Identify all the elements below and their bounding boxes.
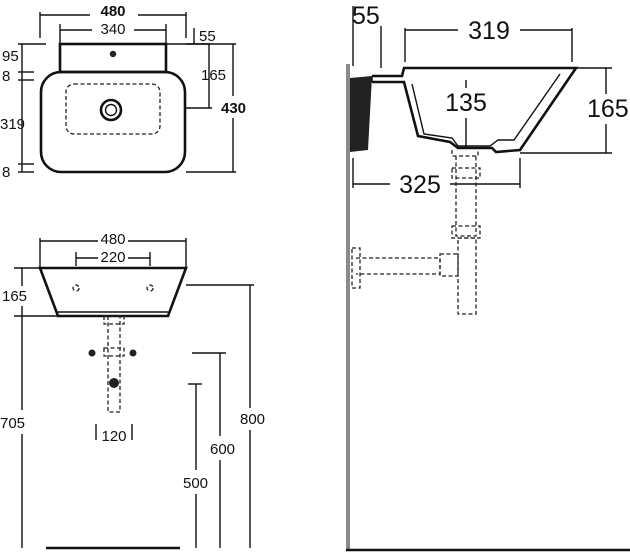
trap-outlet xyxy=(109,378,119,388)
dim-overall-height: 165 xyxy=(587,95,629,123)
bottle-trap xyxy=(457,237,477,315)
front-basin xyxy=(38,266,188,318)
dim-overall-width: 480 xyxy=(100,3,125,20)
dim-overall-depth: 430 xyxy=(221,100,246,117)
basin-mount xyxy=(350,76,372,152)
wall xyxy=(346,64,350,550)
waste-outlet-pipe xyxy=(356,257,441,275)
dim-basin-height: 165 xyxy=(2,288,27,305)
dim-height: 165 xyxy=(201,67,226,84)
dim-tap-spacing: 220 xyxy=(100,249,125,266)
drain-inner xyxy=(104,103,118,117)
front-view: 480 220 120 165 705 xyxy=(0,231,265,550)
side-view: 55 319 135 165 325 xyxy=(346,2,630,552)
dim-inner-width: 340 xyxy=(100,21,125,38)
dim-rim-bottom: 8 xyxy=(2,164,10,181)
supply-left xyxy=(88,349,96,357)
dim-floor-to-trap: 500 xyxy=(183,475,208,492)
drain-outer xyxy=(99,98,123,122)
tap-hole xyxy=(109,50,117,58)
waste-pipe xyxy=(107,316,121,413)
dim-floor-to-top: 705 xyxy=(0,415,25,432)
basin-outline xyxy=(39,70,187,174)
dim-right-offset: 55 xyxy=(199,28,216,45)
dim-deck-depth: 95 xyxy=(2,48,19,65)
supply-right xyxy=(129,349,137,357)
dim-wall-offset: 55 xyxy=(352,2,380,30)
wall-flange xyxy=(351,247,361,289)
dim-floor-to-rim: 800 xyxy=(240,411,265,428)
side-basin xyxy=(372,66,579,154)
dim-waste-spacing: 120 xyxy=(101,428,126,445)
fixing-right xyxy=(146,284,154,292)
dim-bowl-height: 135 xyxy=(445,89,487,117)
fixing-left xyxy=(72,284,80,292)
bowl-outline xyxy=(65,83,161,135)
dim-front-width: 480 xyxy=(100,231,125,248)
dim-bowl-width: 319 xyxy=(468,17,510,45)
dim-rim-top: 8 xyxy=(2,68,10,85)
top-view: 480 340 95 8 319 8 55 165 xyxy=(0,3,246,181)
waste-down-pipe xyxy=(455,156,477,237)
tap-deck xyxy=(58,42,168,74)
dim-bowl-depth: 319 xyxy=(0,116,25,133)
dim-base-projection: 325 xyxy=(399,171,441,199)
dim-floor-to-outlet: 600 xyxy=(210,441,235,458)
